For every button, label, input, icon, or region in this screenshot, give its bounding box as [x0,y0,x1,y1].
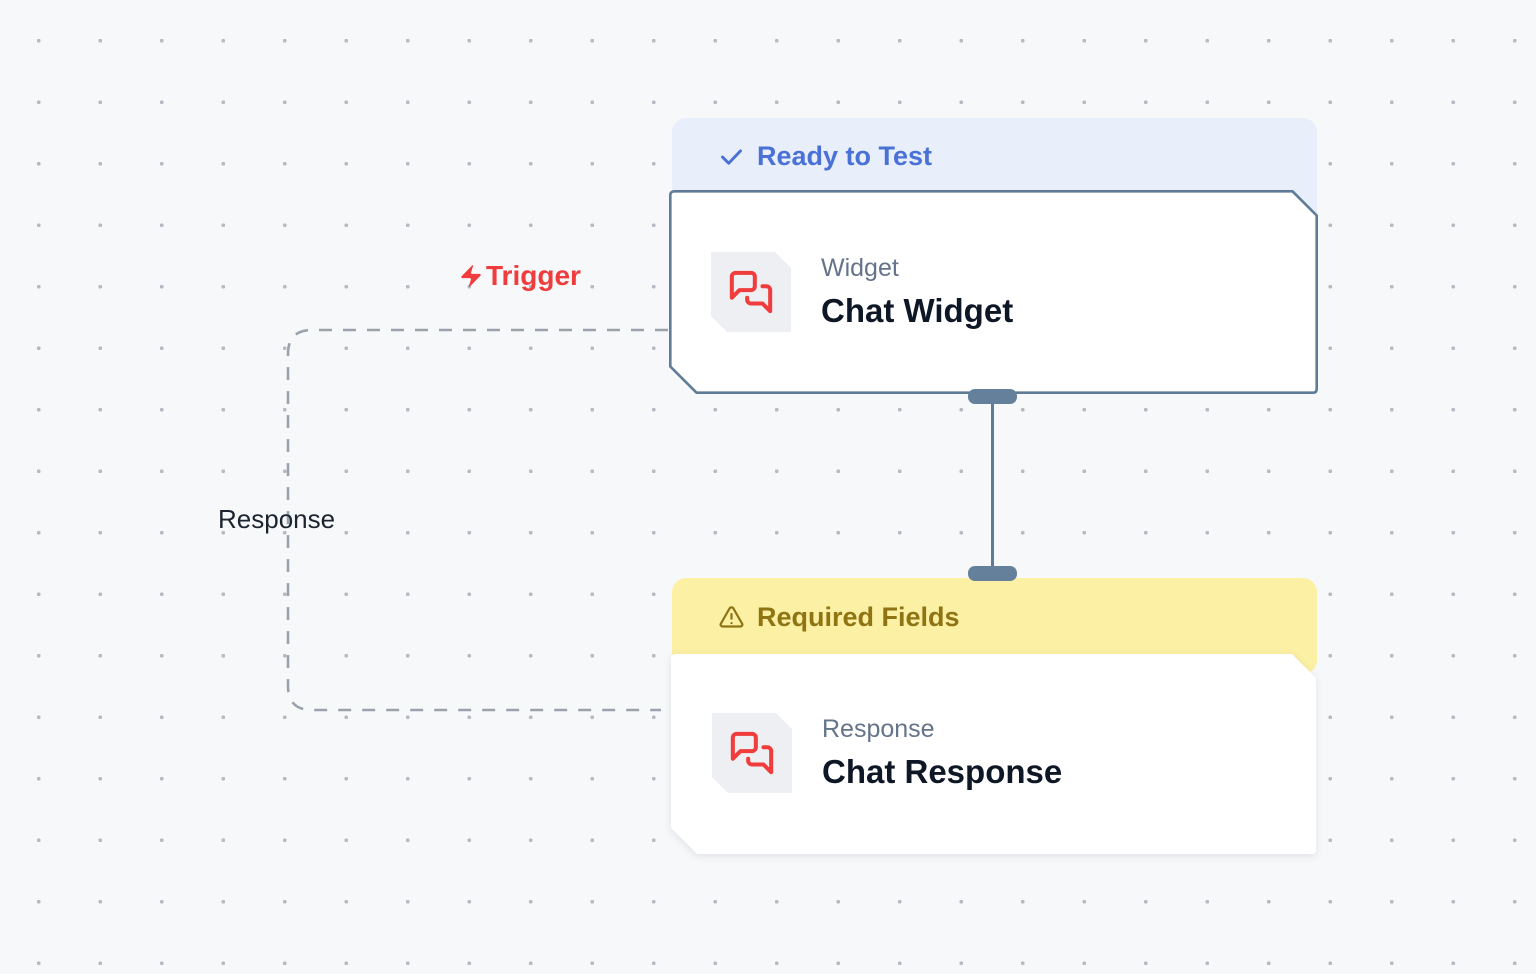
chat-response-node-card[interactable] [670,653,1317,855]
chat-widget-node-card[interactable] [669,190,1318,394]
trigger-edge-label-text: Trigger [486,260,581,291]
node-title: Chat Widget [821,292,1014,329]
node-type-label: Widget [821,254,899,282]
chat-response-input-handle[interactable] [968,566,1017,581]
chat-response-node-body[interactable]: Response Chat Response [672,654,1315,852]
status-badge-label: Required Fields [757,601,960,632]
warning-icon [718,604,745,631]
zap-icon [458,263,484,289]
node-connector-line [991,398,994,574]
chat-messages-icon [729,730,775,776]
chat-widget-output-handle[interactable] [968,389,1017,404]
node-title: Chat Response [822,753,1063,790]
chat-response-icon-tile [712,713,792,793]
check-icon [718,143,745,170]
status-badge-label: Ready to Test [757,140,933,171]
chat-messages-icon [728,269,774,315]
node-type-label: Response [822,715,935,743]
chat-widget-icon-tile [711,252,791,332]
response-edge-label: Response [218,504,336,534]
trigger-edge-label: Trigger [458,260,581,292]
chat-widget-node-body[interactable]: Widget Chat Widget [671,192,1316,392]
